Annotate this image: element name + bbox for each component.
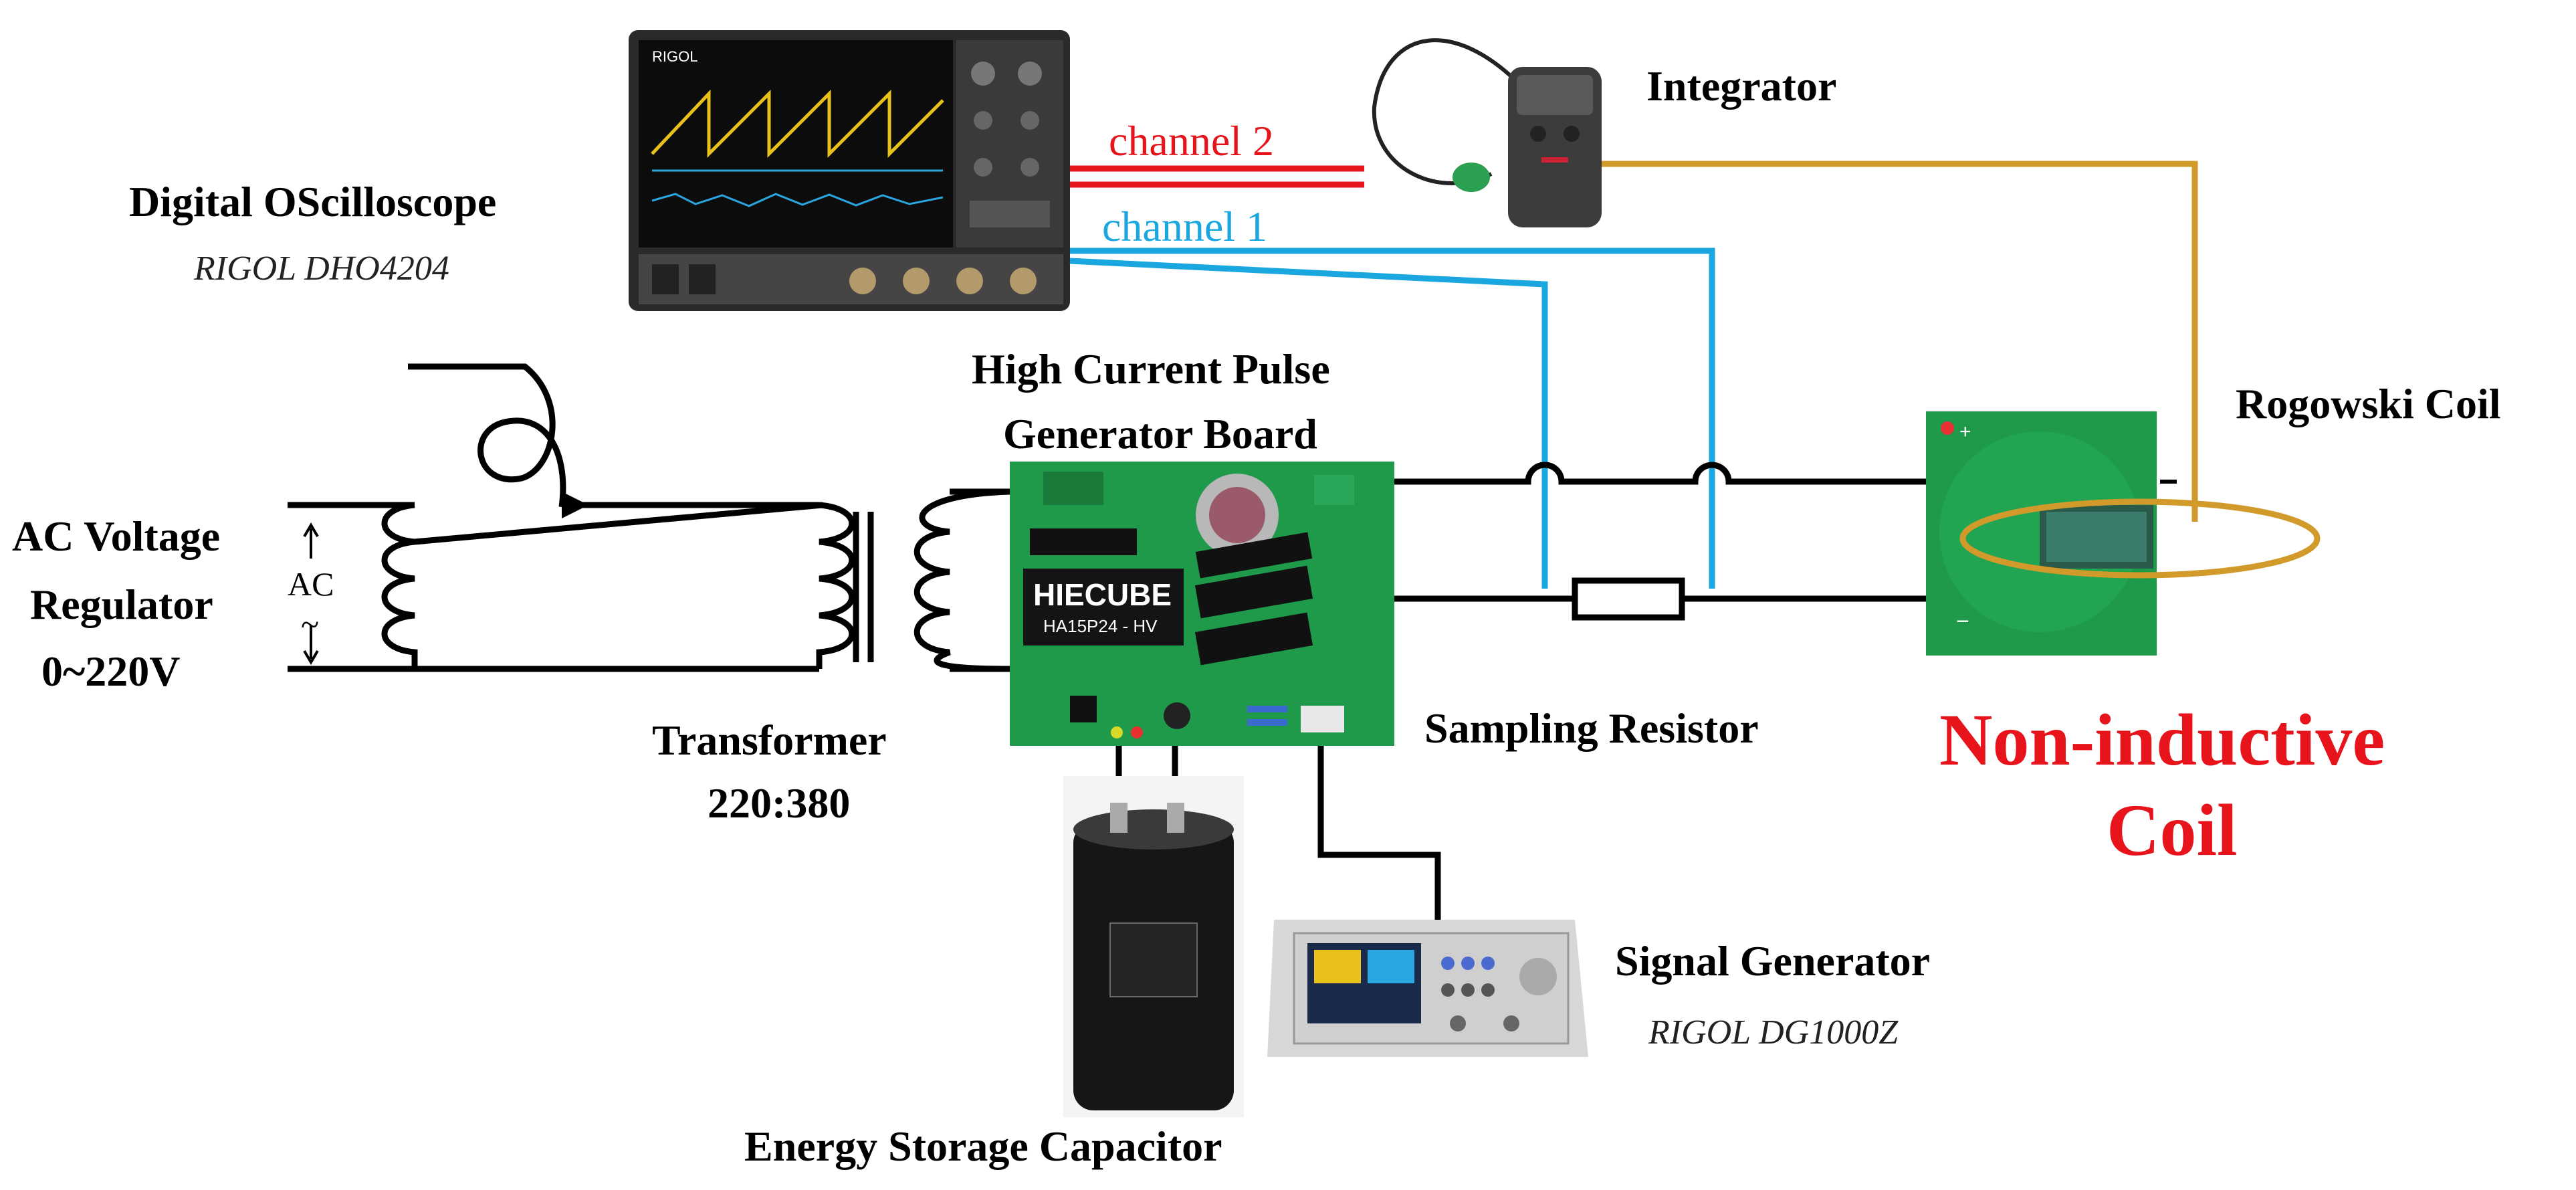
transformer-label-line2: 220:380	[708, 779, 850, 827]
board-module: HA15P24 - HV	[1043, 616, 1158, 636]
coil-plus: +	[1959, 421, 1971, 443]
integrator-cable	[1602, 161, 2198, 522]
board-brand: HIECUBE	[1033, 577, 1172, 612]
capacitor-label: Energy Storage Capacitor	[744, 1122, 1222, 1170]
oscilloscope-trace-ch1	[651, 89, 944, 159]
oscilloscope-brand: RIGOL	[652, 48, 697, 65]
coil-minus: −	[1956, 609, 1969, 634]
board-to-signal-generator-wire	[1317, 746, 1441, 923]
rogowski-coil-label: Rogowski Coil	[2236, 380, 2501, 427]
ac-mark: AC	[288, 565, 334, 603]
ac-arrows	[303, 522, 319, 665]
channel1-cable-to-resistor-right	[1070, 247, 1715, 589]
energy-storage-capacitor-image	[1063, 776, 1244, 1117]
sampling-resistor-label: Sampling Resistor	[1424, 704, 1759, 752]
integrator-label: Integrator	[1646, 62, 1836, 110]
non-inductive-label-line2: Coil	[2107, 789, 2238, 871]
regulator-label-line3: 0~220V	[41, 648, 181, 695]
rogowski-coil-loop	[1959, 498, 2321, 579]
sampling-resistor-symbol	[1572, 577, 1685, 621]
pulse-generator-board-image: HIECUBE HA15P24 - HV	[1010, 462, 1394, 746]
channel2-label: channel 2	[1109, 117, 1274, 165]
oscilloscope-image: RIGOL	[629, 30, 1070, 311]
channel2-cable	[1070, 165, 1364, 188]
oscilloscope-model: RIGOL DHO4204	[193, 250, 449, 288]
ac-tilde: ~	[301, 605, 319, 643]
regulator-label-line1: AC Voltage	[12, 512, 220, 560]
signal-generator-title: Signal Generator	[1615, 937, 1930, 985]
non-inductive-label-line1: Non-inductive	[1939, 699, 2385, 781]
channel1-label: channel 1	[1102, 203, 1267, 250]
board-to-coil-top-wire	[1394, 462, 1926, 485]
signal-generator-model: RIGOL DG1000Z	[1648, 1013, 1899, 1052]
channel1-cable-to-resistor-left	[1069, 258, 1548, 589]
pulse-board-label-line2: Generator Board	[1003, 410, 1317, 458]
non-inductive-coil-image: + −	[1926, 411, 2157, 656]
signal-generator-image	[1267, 920, 1588, 1057]
transformer-label-line1: Transformer	[652, 716, 887, 764]
integrator-image	[1372, 38, 1602, 227]
regulator-label-line2: Regulator	[30, 581, 213, 628]
pulse-board-label-line1: High Current Pulse	[972, 345, 1330, 393]
regulator-symbol	[288, 363, 823, 672]
oscilloscope-title: Digital OScilloscope	[129, 178, 496, 225]
transformer-symbol	[816, 488, 1010, 672]
